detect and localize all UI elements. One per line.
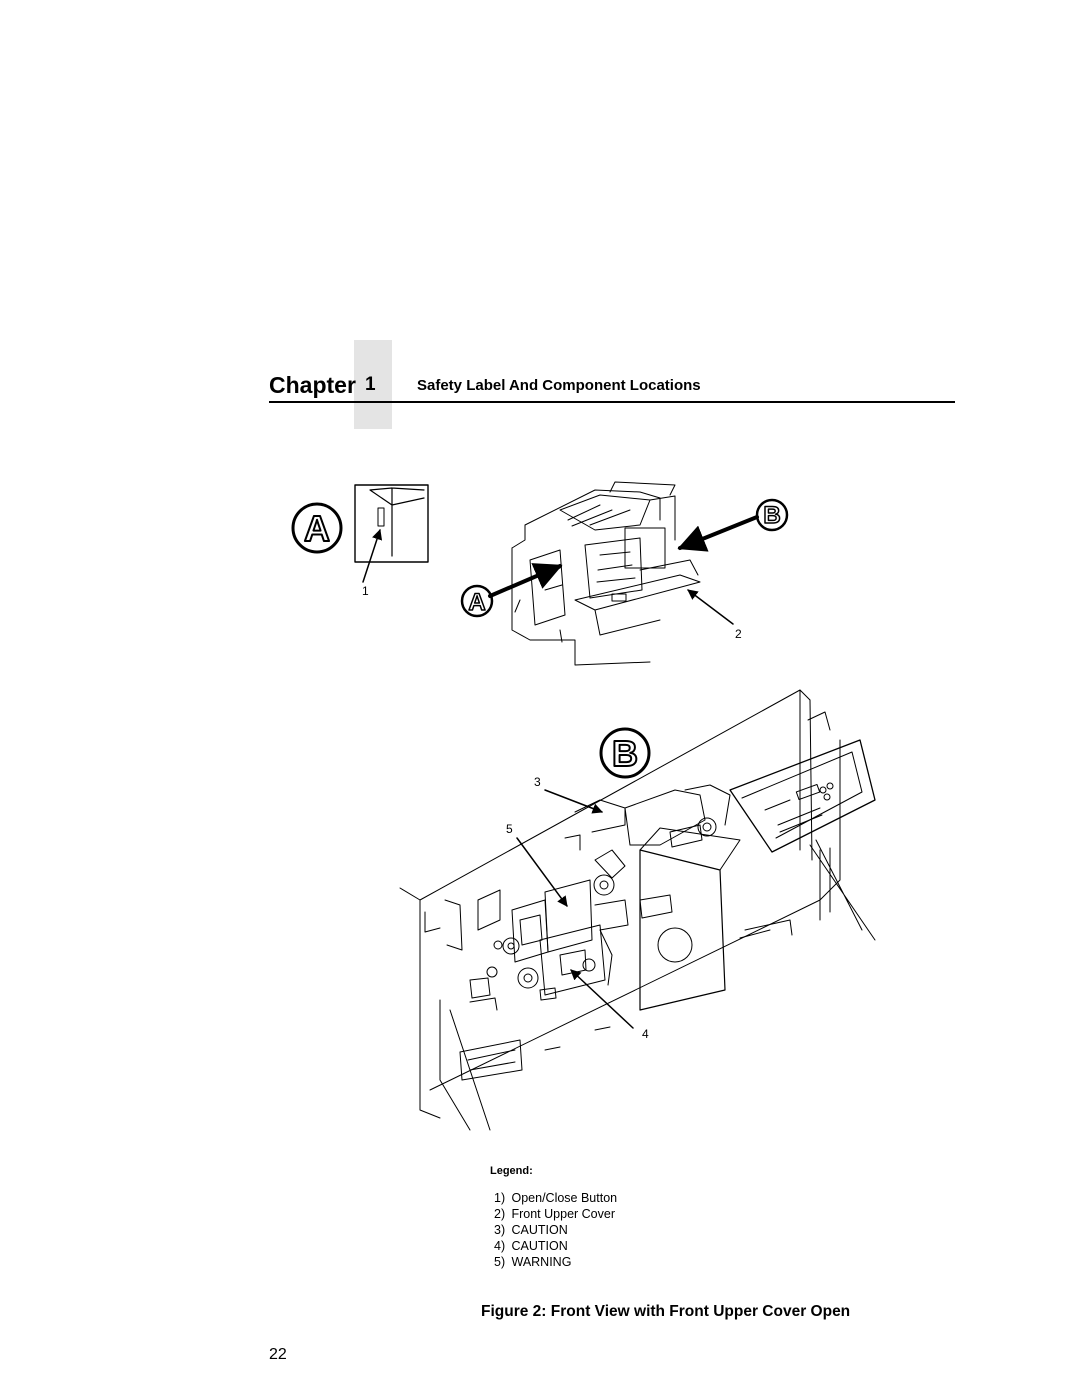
legend-item-number: 4)	[494, 1239, 506, 1253]
legend-list: 1) Open/Close Button 2) Front Upper Cove…	[494, 1190, 617, 1270]
legend-item: 3) CAUTION	[494, 1222, 617, 1238]
page-number: 22	[269, 1346, 287, 1363]
section-title: Safety Label And Component Locations	[417, 377, 701, 394]
legend-item-text: CAUTION	[511, 1239, 568, 1253]
view-a-detail	[354, 484, 429, 583]
view-b-marker-large-label: B	[612, 733, 638, 774]
legend-item-number: 3)	[494, 1223, 506, 1237]
view-b-marker-large: B	[599, 727, 651, 779]
figure-caption: Figure 2: Front View with Front Upper Co…	[481, 1303, 851, 1320]
callout-5: 5	[506, 822, 513, 836]
chapter-tab	[354, 340, 392, 429]
legend-item-text: CAUTION	[511, 1223, 568, 1237]
view-a-marker-small-label: A	[468, 589, 485, 616]
legend-item: 1) Open/Close Button	[494, 1190, 617, 1206]
view-a-marker-large: A	[291, 502, 343, 554]
callout-3-leader	[544, 789, 603, 814]
view-a-marker-large-label: A	[304, 508, 330, 549]
callout-4-leader	[570, 969, 634, 1029]
view-b-interior	[399, 689, 876, 1131]
legend-item-text: WARNING	[511, 1255, 572, 1269]
header-rule	[269, 401, 955, 403]
legend-item-number: 5)	[494, 1255, 506, 1269]
legend-title: Legend:	[490, 1165, 533, 1177]
callout-4: 4	[642, 1027, 649, 1041]
callout-3: 3	[534, 775, 541, 789]
legend-item: 2) Front Upper Cover	[494, 1206, 617, 1222]
callout-5-leader	[516, 837, 568, 907]
legend-item: 5) WARNING	[494, 1254, 617, 1270]
view-a-arrow: A	[460, 563, 563, 618]
callout-2: 2	[735, 627, 742, 641]
view-b-marker-small-label: B	[763, 502, 780, 529]
legend-item-text: Open/Close Button	[511, 1191, 618, 1205]
legend-item-number: 2)	[494, 1207, 506, 1221]
callout-2-leader	[687, 589, 734, 625]
printer-overview	[511, 481, 701, 666]
callout-1: 1	[362, 584, 369, 598]
chapter-number: 1	[365, 374, 376, 395]
chapter-label: Chapter	[269, 372, 356, 398]
legend-item: 4) CAUTION	[494, 1238, 617, 1254]
legend-item-text: Front Upper Cover	[511, 1207, 615, 1221]
view-b-arrow: B	[677, 498, 789, 552]
legend-item-number: 1)	[494, 1191, 506, 1205]
